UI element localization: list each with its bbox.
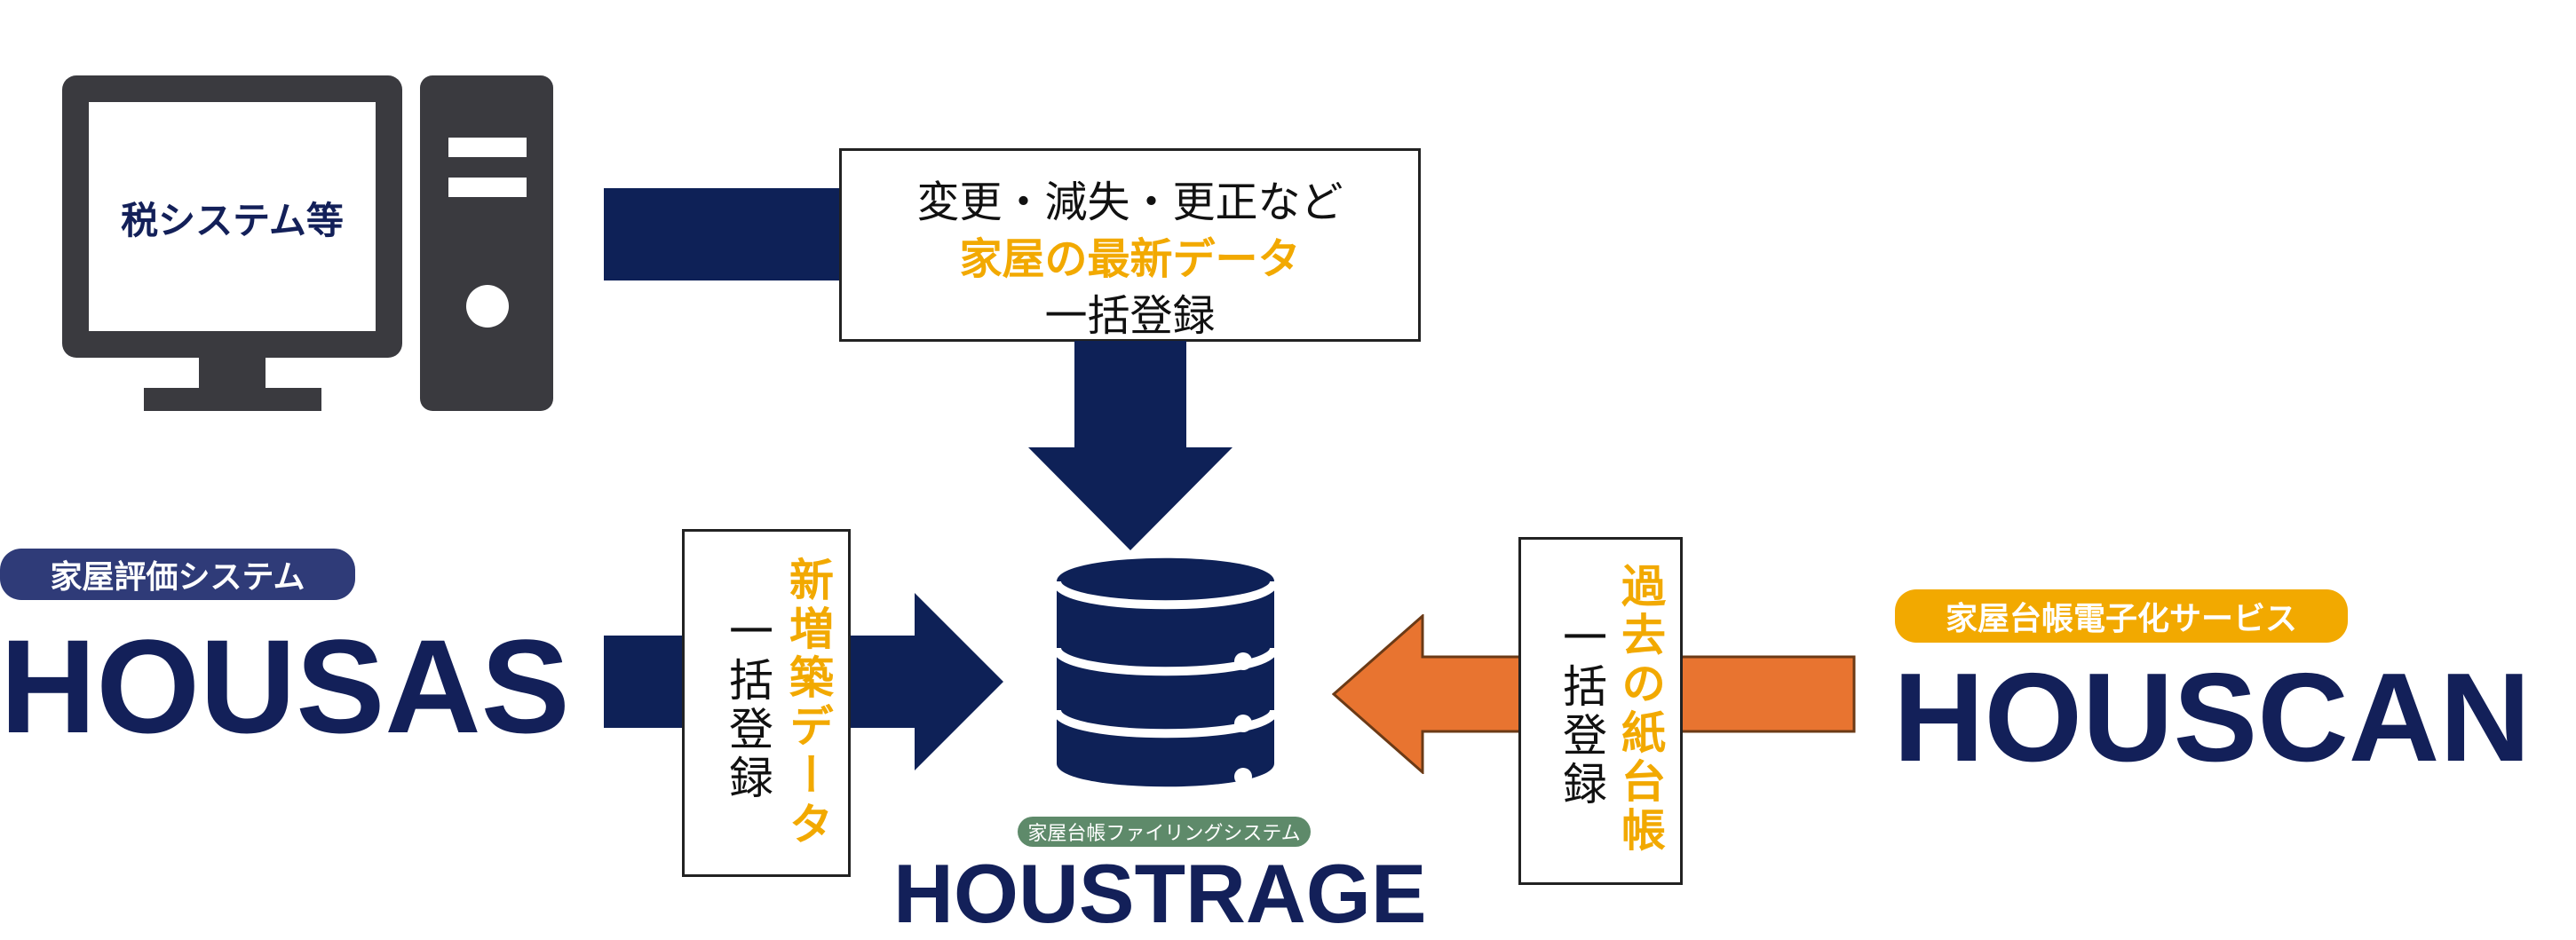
houscan-badge: 家屋台帳電子化サービス bbox=[1895, 589, 2348, 643]
new-box-highlight: 新増築データ bbox=[782, 557, 834, 849]
update-box-line2: 家屋の最新データ bbox=[959, 234, 1301, 284]
down-arrow-icon bbox=[1028, 341, 1233, 550]
housas-logo: HOUSAS bbox=[0, 612, 570, 761]
houstrage-logo-left: HOUST bbox=[893, 847, 1185, 940]
housas-badge: 家屋評価システム bbox=[0, 549, 355, 600]
new-construction-box: 新増築データ 一括登録 bbox=[682, 529, 851, 877]
desktop-computer-icon bbox=[62, 75, 553, 411]
tax-system-label: 税システム等 bbox=[121, 199, 344, 242]
update-data-box: 変更・減失・更正など 家屋の最新データ 一括登録 bbox=[839, 148, 1421, 342]
past-ledger-box: 過去の紙台帳 一括登録 bbox=[1518, 537, 1683, 885]
database-icon bbox=[1057, 557, 1274, 787]
houstrage-logo-right: RAGE bbox=[1185, 847, 1427, 940]
past-box-plain: 一括登録 bbox=[1556, 614, 1607, 810]
housas-right-arrow-icon bbox=[604, 593, 1003, 770]
past-box-highlight: 過去の紙台帳 bbox=[1614, 563, 1666, 856]
new-box-plain: 一括登録 bbox=[722, 608, 773, 803]
houstrage-badge: 家屋台帳ファイリングシステム bbox=[1018, 817, 1311, 847]
update-box-line3: 一括登録 bbox=[1044, 291, 1216, 341]
houstrage-logo: HOUSTRAGE bbox=[893, 852, 1427, 936]
update-box-line1: 変更・減失・更正など bbox=[916, 178, 1343, 227]
houscan-logo: HOUSCAN bbox=[1893, 647, 2531, 788]
tax-connector-bar bbox=[604, 188, 844, 280]
